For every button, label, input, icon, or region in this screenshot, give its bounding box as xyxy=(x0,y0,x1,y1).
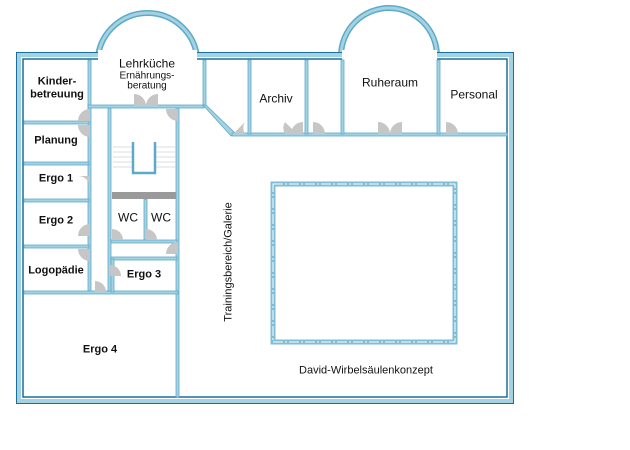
room-label-ernaehrung-1: Ernährungs- xyxy=(119,70,175,82)
arch-lehrkueche xyxy=(95,10,200,57)
room-label-lehrkueche: Lehrküche xyxy=(118,56,176,71)
room-label-ergo3: Ergo 3 xyxy=(126,268,162,281)
room-label-wc2: WC xyxy=(151,210,171,225)
room-label-ergo2: Ergo 2 xyxy=(38,214,74,227)
stairs xyxy=(112,142,176,199)
room-label-planung: Planung xyxy=(34,134,78,147)
door xyxy=(146,94,158,106)
room-label-ergo4: Ergo 4 xyxy=(82,343,118,356)
door xyxy=(134,94,146,106)
arch-ruheraum xyxy=(338,5,440,57)
room-label-training: Trainingsbereich/Galerie xyxy=(222,202,235,322)
room-label-kinder-2: betreuung xyxy=(30,88,84,101)
stairs-band xyxy=(112,192,176,199)
room-label-logopaedie: Logopädie xyxy=(28,264,84,277)
wirbelsaeulen-area xyxy=(270,181,458,345)
doors xyxy=(78,94,458,292)
room-label-kinder-1: Kinder- xyxy=(37,75,77,88)
room-label-david: David-Wirbelsäulenkonzept xyxy=(299,364,433,377)
room-label-personal: Personal xyxy=(450,87,498,102)
room-label-ruheraum: Ruheraum xyxy=(361,75,419,90)
room-label-archiv: Archiv xyxy=(259,91,293,106)
room-label-wc1: WC xyxy=(118,210,138,225)
room-label-ernaehrung-2: beratung xyxy=(127,80,167,92)
room-label-ergo1: Ergo 1 xyxy=(38,172,74,185)
